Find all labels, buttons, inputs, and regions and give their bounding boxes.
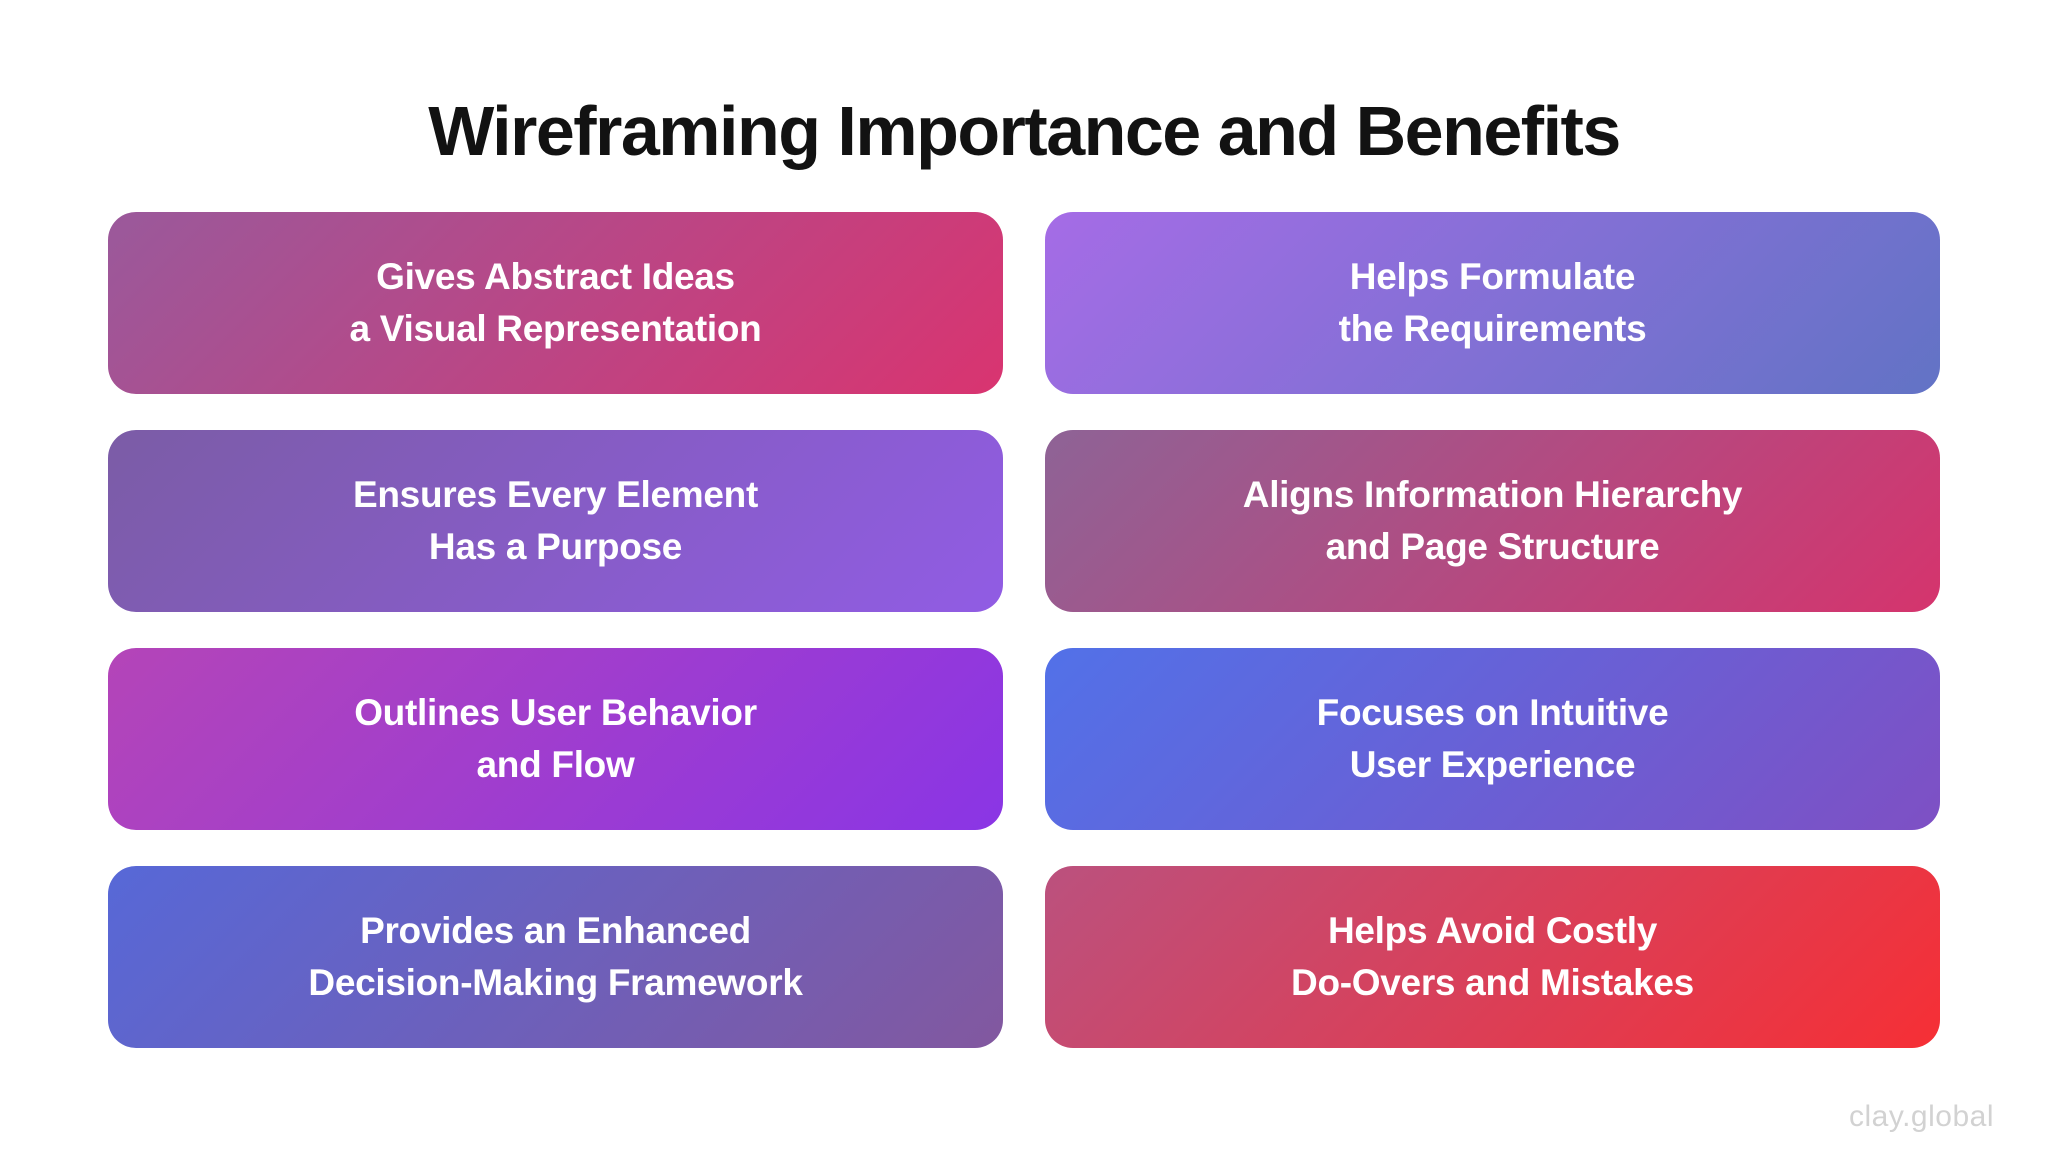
benefit-card-line2: Has a Purpose [428, 526, 683, 567]
benefit-card-line2: and Page Structure [1325, 526, 1660, 567]
benefit-card-line1: Provides an Enhanced [360, 910, 751, 951]
benefit-card-formulate-requirements: Helps Formulate the Requirements [1045, 212, 1940, 394]
benefit-card-information-hierarchy: Aligns Information Hierarchy and Page St… [1045, 430, 1940, 612]
benefits-grid: Gives Abstract Ideas a Visual Representa… [108, 212, 1940, 1048]
benefit-card-line2: the Requirements [1338, 308, 1647, 349]
benefit-card-line2: Decision-Making Framework [308, 962, 803, 1003]
benefit-card-line2: Do-Overs and Mistakes [1291, 962, 1694, 1003]
benefit-card-element-purpose: Ensures Every Element Has a Purpose [108, 430, 1003, 612]
benefit-card-line1: Ensures Every Element [352, 474, 759, 515]
benefit-card-line1: Helps Avoid Costly [1327, 910, 1658, 951]
benefit-card-decision-framework: Provides an Enhanced Decision-Making Fra… [108, 866, 1003, 1048]
watermark: clay.global [1848, 1100, 1994, 1133]
benefit-card-visual-representation: Gives Abstract Ideas a Visual Representa… [108, 212, 1003, 394]
benefit-card-intuitive-ux: Focuses on Intuitive User Experience [1045, 648, 1940, 830]
page-title: Wireframing Importance and Benefits [428, 92, 1621, 170]
benefit-card-line2: a Visual Representation [349, 308, 762, 349]
benefit-card-user-behavior-flow: Outlines User Behavior and Flow [108, 648, 1003, 830]
benefit-card-line1: Focuses on Intuitive [1316, 692, 1669, 733]
benefit-card-line1: Helps Formulate [1349, 256, 1636, 297]
benefit-card-line1: Outlines User Behavior [354, 692, 757, 733]
benefit-card-line2: User Experience [1349, 744, 1636, 785]
benefit-card-line1: Aligns Information Hierarchy [1242, 474, 1743, 515]
benefit-card-line1: Gives Abstract Ideas [376, 256, 735, 297]
benefit-card-avoid-mistakes: Helps Avoid Costly Do-Overs and Mistakes [1045, 866, 1940, 1048]
benefit-card-line2: and Flow [476, 744, 635, 785]
